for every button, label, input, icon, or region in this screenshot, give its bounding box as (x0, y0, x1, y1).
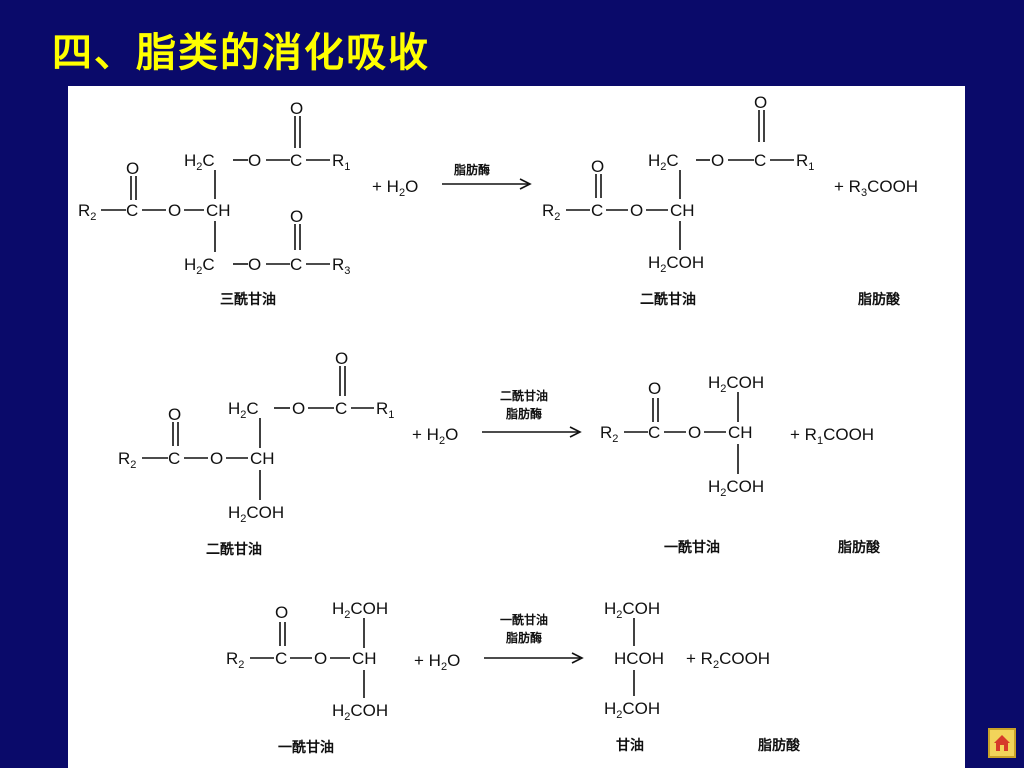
svg-text:O: O (335, 349, 348, 368)
svg-text:CH: CH (670, 201, 695, 220)
label-fatty-acid-1: 脂肪酸 (857, 291, 901, 307)
svg-text:O: O (292, 399, 305, 418)
label-fatty-acid-3: 脂肪酸 (757, 737, 801, 753)
svg-text:C: C (591, 201, 603, 220)
svg-text:O: O (168, 405, 181, 424)
glycerol-atoms: H2COH HCOH H2COH (604, 599, 664, 721)
monoglyceride-product-structure (624, 392, 739, 474)
svg-text:H2COH: H2COH (604, 599, 660, 621)
enzyme-label-3a: 一酰甘油 (500, 612, 548, 627)
water-reagent-3: + H2O (414, 651, 460, 673)
svg-text:H2COH: H2COH (708, 373, 764, 395)
svg-text:C: C (290, 151, 302, 170)
svg-text:R1: R1 (376, 399, 394, 421)
svg-text:R1: R1 (796, 151, 814, 173)
svg-text:O: O (630, 201, 643, 220)
home-arrow-glyph (994, 735, 1010, 751)
enzyme-label-3b: 脂肪酶 (505, 630, 542, 645)
svg-text:HCOH: HCOH (614, 649, 664, 668)
label-diglyceride-product: 二酰甘油 (640, 291, 696, 307)
label-diglyceride-reactant: 二酰甘油 (206, 541, 262, 557)
diglyceride-reactant-structure (142, 366, 374, 500)
svg-text:O: O (290, 207, 303, 226)
svg-text:O: O (290, 99, 303, 118)
svg-text:O: O (688, 423, 701, 442)
triglyceride-structure (101, 116, 330, 265)
svg-text:H2COH: H2COH (332, 599, 388, 621)
svg-text:O: O (248, 151, 261, 170)
diglyceride-reactant-atoms: O H2C O C R1 O R2 C O CH H2COH (118, 349, 394, 525)
label-monoglyceride-reactant: 一酰甘油 (278, 739, 334, 755)
svg-text:CH: CH (206, 201, 231, 220)
svg-text:R2: R2 (542, 201, 560, 223)
svg-text:O: O (711, 151, 724, 170)
diglyceride-product-atoms: O H2C O C R1 O R2 C O CH H2COH (542, 93, 814, 275)
fatty-acid-product-2: + R1COOH (790, 425, 874, 447)
svg-text:O: O (126, 159, 139, 178)
svg-text:R2: R2 (78, 201, 96, 223)
enzyme-label-1: 脂肪酶 (453, 162, 490, 177)
page-title: 四、脂类的消化吸收 (52, 30, 430, 76)
monoglyceride-reactant-atoms: O H2COH R2 C O CH H2COH (226, 599, 388, 723)
svg-text:R2: R2 (226, 649, 244, 671)
svg-text:CH: CH (352, 649, 377, 668)
water-reagent-1: + H2O (372, 177, 418, 199)
svg-text:H2COH: H2COH (228, 503, 284, 525)
water-reagent-2: + H2O (412, 425, 458, 447)
label-fatty-acid-2: 脂肪酸 (837, 539, 881, 555)
diglyceride-product-structure (566, 110, 794, 250)
fatty-acid-product-1: + R3COOH (834, 177, 918, 199)
svg-text:R2: R2 (118, 449, 136, 471)
svg-text:H2COH: H2COH (708, 477, 764, 499)
svg-text:O: O (210, 449, 223, 468)
reaction-diagram: O H2C O C R1 O R2 C O CH O H2C O C R3 + … (68, 86, 965, 768)
enzyme-label-2a: 二酰甘油 (500, 388, 548, 403)
svg-text:C: C (335, 399, 347, 418)
svg-text:H2COH: H2COH (604, 699, 660, 721)
svg-text:O: O (754, 93, 767, 112)
label-glycerol: 甘油 (616, 737, 644, 753)
monoglyceride-product-atoms: H2COH O R2 C O CH H2COH (600, 373, 764, 499)
svg-text:R1: R1 (332, 151, 350, 173)
enzyme-label-2b: 脂肪酶 (505, 406, 542, 421)
svg-text:O: O (168, 201, 181, 220)
svg-text:CH: CH (250, 449, 275, 468)
svg-text:C: C (168, 449, 180, 468)
svg-text:H2C: H2C (228, 399, 259, 421)
svg-text:O: O (648, 379, 661, 398)
svg-text:O: O (314, 649, 327, 668)
svg-text:C: C (290, 255, 302, 274)
label-triglyceride: 三酰甘油 (220, 291, 276, 307)
monoglyceride-reactant-structure (250, 618, 365, 698)
svg-text:R2: R2 (600, 423, 618, 445)
fatty-acid-product-3: + R2COOH (686, 649, 770, 671)
svg-text:C: C (275, 649, 287, 668)
home-arrow-icon[interactable] (988, 728, 1016, 758)
svg-text:H2C: H2C (648, 151, 679, 173)
svg-text:O: O (275, 603, 288, 622)
reaction-svg: O H2C O C R1 O R2 C O CH O H2C O C R3 + … (78, 93, 918, 755)
svg-text:H2C: H2C (184, 255, 215, 277)
svg-text:H2COH: H2COH (648, 253, 704, 275)
svg-text:H2C: H2C (184, 151, 215, 173)
svg-text:C: C (126, 201, 138, 220)
svg-text:O: O (248, 255, 261, 274)
svg-text:C: C (648, 423, 660, 442)
svg-text:O: O (591, 157, 604, 176)
svg-text:C: C (754, 151, 766, 170)
svg-text:CH: CH (728, 423, 753, 442)
svg-text:H2COH: H2COH (332, 701, 388, 723)
svg-text:R3: R3 (332, 255, 350, 277)
label-monoglyceride-product: 一酰甘油 (664, 539, 720, 555)
